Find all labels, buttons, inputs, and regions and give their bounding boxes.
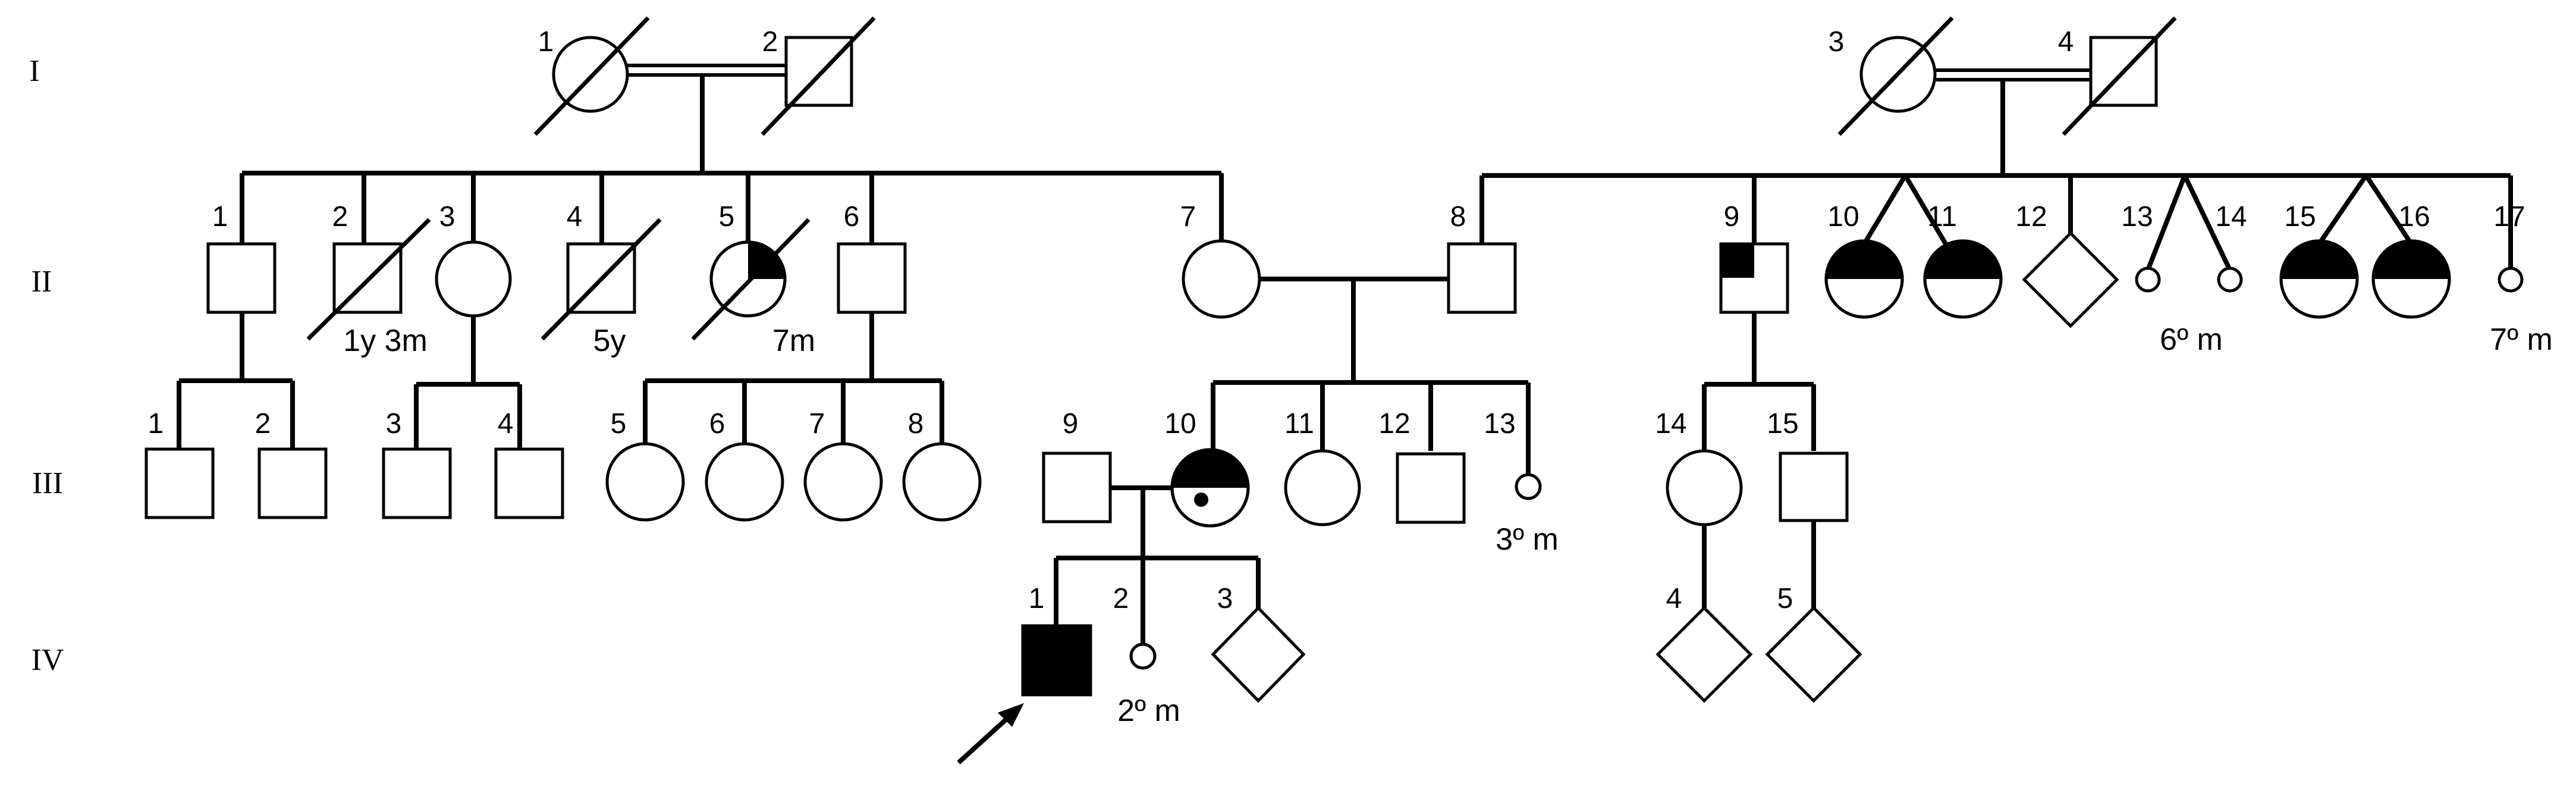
- individual-ii-6: [837, 242, 907, 314]
- individual-iv-1: [1021, 624, 1092, 697]
- individual-ii-2: [306, 218, 431, 341]
- generation-label-iii: III: [32, 466, 63, 500]
- individual-number-i-1: 1: [538, 26, 554, 58]
- individual-number-iii-9: 9: [1063, 408, 1079, 440]
- individual-iv-5: [1765, 606, 1862, 703]
- individual-note-ii-2: 1y 3m: [343, 324, 428, 358]
- generation-label-i: I: [29, 54, 39, 88]
- individual-iii-13: [1515, 473, 1542, 500]
- individual-iii-7: [803, 442, 883, 522]
- individual-iii-8: [902, 442, 982, 522]
- individual-i-3: [1837, 16, 1954, 136]
- individual-iii-9: [1042, 451, 1112, 523]
- individual-ii-12: [2022, 231, 2119, 328]
- individual-number-iii-12: 12: [1378, 408, 1410, 440]
- individual-iv-2: [1129, 642, 1157, 670]
- individual-number-ii-10: 10: [1827, 201, 1859, 233]
- individual-number-i-3: 3: [1829, 26, 1845, 58]
- individual-iii-10: [1170, 448, 1250, 528]
- individual-number-ii-1: 1: [212, 201, 228, 233]
- individual-number-iii-7: 7: [809, 408, 825, 440]
- individual-iii-3: [382, 447, 452, 519]
- individual-number-iii-4: 4: [498, 408, 514, 440]
- individual-ii-10: [1824, 239, 1904, 319]
- individual-iii-5: [605, 442, 685, 522]
- individual-iii-4: [494, 447, 564, 519]
- individual-number-iii-1: 1: [148, 408, 164, 440]
- individual-number-i-2: 2: [762, 26, 778, 58]
- individual-ii-1: [206, 242, 277, 314]
- individual-iii-11: [1284, 449, 1361, 526]
- individual-ii-15: [2279, 239, 2359, 319]
- individual-number-ii-17: 17: [2493, 201, 2525, 233]
- individual-number-iv-1: 1: [1029, 583, 1045, 614]
- individual-number-iii-6: 6: [709, 408, 725, 440]
- individual-ii-13: [2135, 266, 2161, 293]
- individual-number-iv-4: 4: [1666, 583, 1682, 614]
- individual-number-iii-5: 5: [611, 408, 627, 440]
- individual-iii-14: [1666, 449, 1743, 526]
- individual-number-iii-13: 13: [1484, 408, 1515, 440]
- individual-number-ii-11: 11: [1927, 201, 1957, 233]
- individual-number-iv-2: 2: [1113, 583, 1129, 614]
- individual-number-ii-14: 14: [2215, 201, 2247, 233]
- individual-number-ii-7: 7: [1180, 201, 1196, 233]
- individual-ii-5: [691, 218, 811, 341]
- individual-note-iii-13: 3º m: [1496, 522, 1559, 557]
- individual-ii-9: [1719, 242, 1789, 314]
- individual-note-ii-17: 7º m: [2490, 322, 2553, 357]
- individual-i-2: [761, 16, 876, 136]
- individual-number-iv-5: 5: [1777, 583, 1793, 614]
- individual-i-1: [533, 16, 650, 136]
- generation-label-iv: IV: [32, 643, 64, 677]
- individual-number-iii-8: 8: [908, 408, 924, 440]
- individual-note-iv-2: 2º m: [1117, 694, 1180, 728]
- individual-number-ii-2: 2: [332, 201, 348, 233]
- individual-iii-1: [144, 447, 215, 519]
- individual-number-ii-9: 9: [1724, 201, 1740, 233]
- individual-number-ii-12: 12: [2015, 201, 2047, 233]
- individual-ii-11: [1923, 239, 2003, 319]
- individual-iii-6: [705, 442, 784, 522]
- individual-number-iii-11: 11: [1284, 408, 1314, 440]
- pedigree-lines: [177, 64, 2513, 644]
- generation-label-ii: II: [32, 265, 52, 299]
- individual-number-ii-6: 6: [844, 201, 860, 233]
- individual-note-ii-5: 7m: [772, 324, 815, 358]
- individual-note-ii-14: 6º m: [2160, 322, 2223, 357]
- proband-arrow-icon: [957, 703, 1024, 764]
- individual-number-i-4: 4: [2058, 26, 2074, 58]
- individual-note-ii-4: 5y: [593, 324, 626, 358]
- individual-number-iii-3: 3: [386, 408, 402, 440]
- individual-i-4: [2062, 16, 2177, 136]
- individual-ii-7: [1182, 239, 1261, 319]
- individual-iii-2: [257, 447, 328, 519]
- individual-number-ii-13: 13: [2121, 201, 2153, 233]
- individual-number-ii-16: 16: [2398, 201, 2430, 233]
- individual-number-iv-3: 3: [1217, 583, 1233, 614]
- individual-number-ii-5: 5: [719, 201, 735, 233]
- individual-iii-15: [1779, 451, 1849, 522]
- individual-ii-4: [541, 218, 662, 341]
- individual-number-iii-14: 14: [1655, 408, 1686, 440]
- individual-iii-12: [1396, 452, 1466, 524]
- individual-number-ii-4: 4: [567, 201, 583, 233]
- individual-ii-3: [435, 240, 512, 318]
- individual-ii-14: [2217, 266, 2243, 293]
- individual-ii-16: [2371, 239, 2451, 319]
- individual-ii-17: [2498, 266, 2524, 293]
- individual-number-ii-15: 15: [2284, 201, 2316, 233]
- individual-number-iii-2: 2: [255, 408, 271, 440]
- individual-iv-3: [1211, 606, 1306, 703]
- individual-iv-4: [1655, 606, 1753, 703]
- individual-number-ii-8: 8: [1450, 201, 1466, 233]
- individual-number-iii-15: 15: [1767, 408, 1798, 440]
- individual-number-ii-3: 3: [439, 201, 455, 233]
- individual-number-iii-10: 10: [1164, 408, 1196, 440]
- individual-ii-8: [1447, 242, 1517, 314]
